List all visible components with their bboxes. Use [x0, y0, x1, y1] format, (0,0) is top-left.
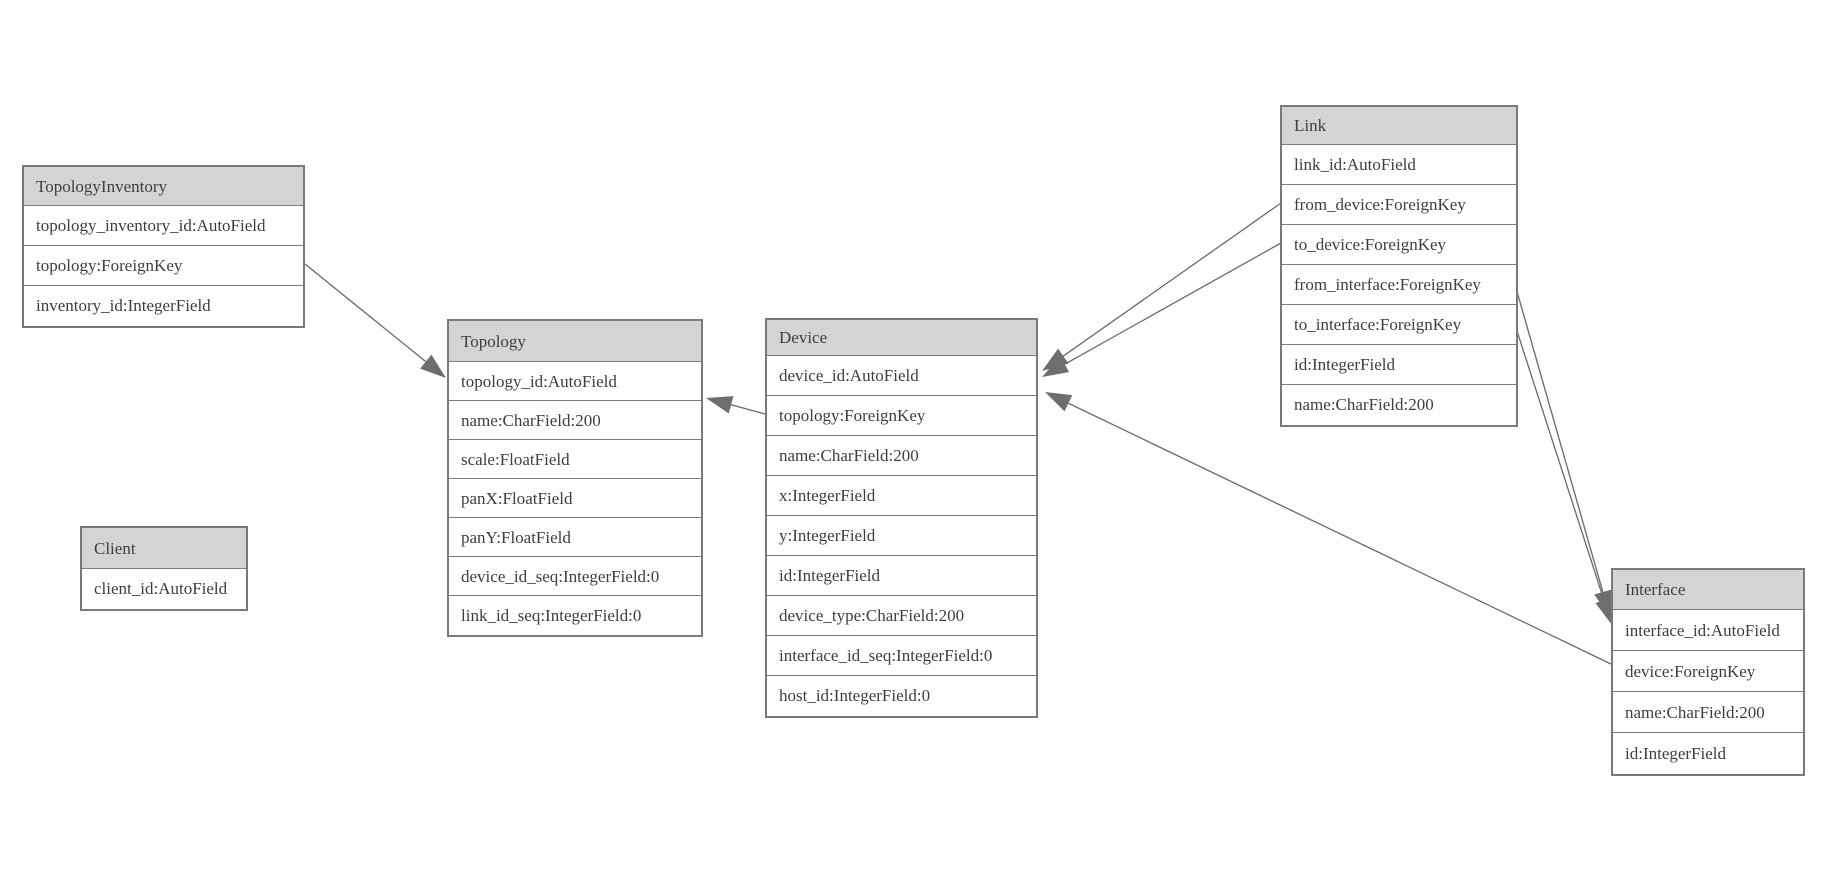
field-row-device-8: host_id:IntegerField:0: [767, 676, 1036, 716]
entity-title: Interface: [1613, 570, 1803, 610]
field-row-link-0: link_id:AutoField: [1282, 145, 1516, 185]
edge-link-to-interface-interface: [1515, 327, 1605, 601]
edge-link-from-device-device: [1062, 202, 1282, 357]
field-row-link-5: id:IntegerField: [1282, 345, 1516, 385]
arrowhead-interface-device: [1045, 392, 1073, 412]
field-row-interface-1: device:ForeignKey: [1613, 651, 1803, 692]
entity-title: Topology: [449, 321, 701, 362]
entity-client: Client client_id:AutoField: [80, 526, 248, 611]
entity-topology-inventory: TopologyInventory topology_inventory_id:…: [22, 165, 305, 328]
entity-rows: client_id:AutoField: [82, 569, 246, 609]
field-row-device-6: device_type:CharField:200: [767, 596, 1036, 636]
field-row-topology-6: link_id_seq:IntegerField:0: [449, 596, 701, 635]
field-row-topology-inventory-1: topology:ForeignKey: [24, 246, 303, 286]
entity-title: Link: [1282, 107, 1516, 145]
edge-interface-device: [1068, 402, 1612, 665]
field-row-interface-0: interface_id:AutoField: [1613, 610, 1803, 651]
field-row-link-1: from_device:ForeignKey: [1282, 185, 1516, 225]
arrowhead-link-from-interface-interface: [1594, 589, 1612, 617]
field-row-device-5: id:IntegerField: [767, 556, 1036, 596]
field-row-device-2: name:CharField:200: [767, 436, 1036, 476]
field-row-topology-inventory-2: inventory_id:IntegerField: [24, 286, 303, 326]
field-row-link-3: from_interface:ForeignKey: [1282, 265, 1516, 305]
field-row-device-3: x:IntegerField: [767, 476, 1036, 516]
field-row-link-4: to_interface:ForeignKey: [1282, 305, 1516, 345]
field-row-topology-5: device_id_seq:IntegerField:0: [449, 557, 701, 596]
arrowhead-link-to-interface-interface: [1595, 597, 1613, 625]
field-row-topology-3: panX:FloatField: [449, 479, 701, 518]
entity-title: Device: [767, 320, 1036, 356]
field-row-interface-2: name:CharField:200: [1613, 692, 1803, 733]
field-row-device-1: topology:ForeignKey: [767, 396, 1036, 436]
field-row-interface-3: id:IntegerField: [1613, 733, 1803, 774]
field-row-link-2: to_device:ForeignKey: [1282, 225, 1516, 265]
arrowhead-link-to-device-device: [1042, 356, 1070, 377]
field-row-device-0: device_id:AutoField: [767, 356, 1036, 396]
field-row-device-7: interface_id_seq:IntegerField:0: [767, 636, 1036, 676]
field-row-topology-0: topology_id:AutoField: [449, 362, 701, 401]
field-row-link-6: name:CharField:200: [1282, 385, 1516, 425]
entity-title: TopologyInventory: [24, 167, 303, 206]
edge-link-to-device-device: [1064, 242, 1282, 365]
arrowhead-device-topology: [706, 396, 734, 414]
field-row-topology-inventory-0: topology_inventory_id:AutoField: [24, 206, 303, 246]
edge-topologyinventory-topology: [304, 263, 427, 363]
field-row-topology-2: scale:FloatField: [449, 440, 701, 479]
edge-device-topology: [730, 404, 766, 415]
field-row-device-4: y:IntegerField: [767, 516, 1036, 556]
field-row-topology-4: panY:FloatField: [449, 518, 701, 557]
arrowhead-link-from-device-device: [1042, 348, 1069, 371]
arrowhead-topologyinventory-topology: [420, 354, 446, 378]
edge-link-from-interface-interface: [1515, 287, 1604, 593]
field-row-client-0: client_id:AutoField: [82, 569, 246, 609]
entity-title: Client: [82, 528, 246, 569]
field-row-topology-1: name:CharField:200: [449, 401, 701, 440]
